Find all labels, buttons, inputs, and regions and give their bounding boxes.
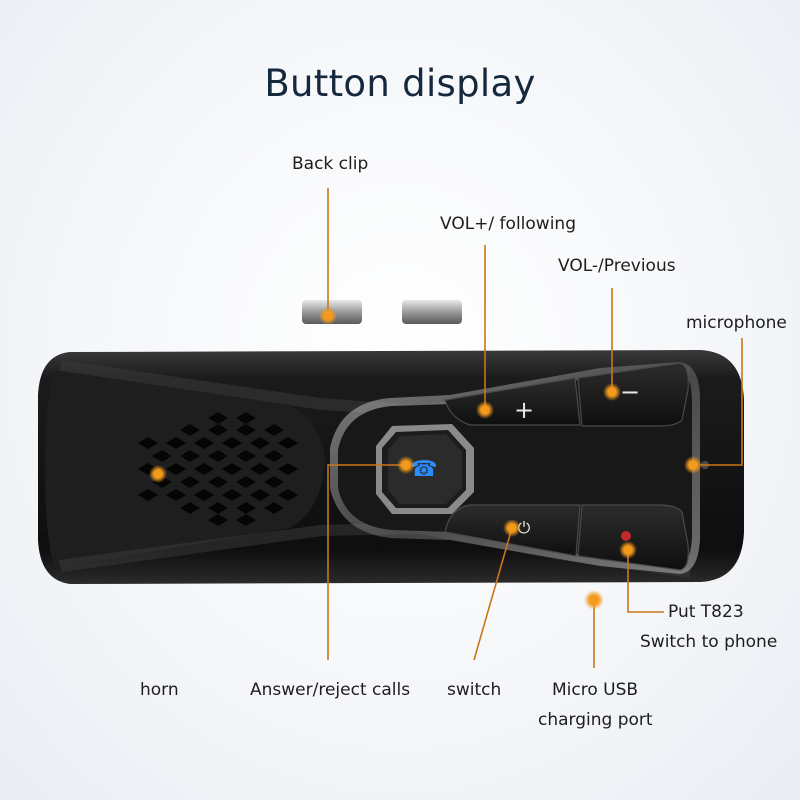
- grille-hole: [236, 476, 256, 488]
- label-back-clip: Back clip: [292, 154, 369, 174]
- grille-hole: [208, 450, 228, 462]
- grille-hole: [166, 489, 186, 501]
- grille-hole: [208, 514, 228, 526]
- phone-icon: ☎: [410, 457, 437, 482]
- grille-hole: [208, 502, 228, 514]
- grille-hole: [278, 437, 298, 449]
- label-put-model: Put T823: [668, 602, 744, 622]
- grille-hole: [166, 437, 186, 449]
- grille-hole: [278, 463, 298, 475]
- grille-hole: [194, 437, 214, 449]
- label-charging-port: charging port: [538, 710, 653, 730]
- grille-hole: [236, 514, 256, 526]
- status-led-red: [621, 531, 631, 541]
- label-horn: horn: [140, 680, 179, 700]
- grille-hole: [236, 412, 256, 424]
- grille-hole: [194, 463, 214, 475]
- mode-button[interactable]: [577, 504, 689, 571]
- grille-hole: [236, 502, 256, 514]
- answer-call-button[interactable]: ☎: [376, 424, 474, 514]
- grille-hole: [138, 437, 158, 449]
- callout-lines: [327, 188, 743, 668]
- grille-hole: [250, 463, 270, 475]
- page-title: Button display: [264, 62, 536, 105]
- grille-hole: [152, 450, 172, 462]
- grille-hole: [236, 424, 256, 436]
- callout-markers: [149, 307, 702, 610]
- grille-hole: [138, 489, 158, 501]
- grille-hole: [222, 463, 242, 475]
- grille-hole: [180, 476, 200, 488]
- grille-hole: [250, 489, 270, 501]
- label-answer-reject: Answer/reject calls: [250, 680, 411, 700]
- grille-hole: [278, 489, 298, 501]
- grille-hole: [194, 489, 214, 501]
- grille-hole: [208, 476, 228, 488]
- grille-hole: [180, 502, 200, 514]
- grille-hole: [264, 476, 284, 488]
- grille-hole: [222, 489, 242, 501]
- grille-hole: [236, 450, 256, 462]
- grille-hole: [180, 450, 200, 462]
- grille-hole: [166, 463, 186, 475]
- label-vol-minus: VOL-/Previous: [558, 256, 676, 276]
- label-micro-usb: Micro USB: [552, 680, 639, 700]
- label-switch-to-phone: Switch to phone: [640, 632, 778, 652]
- grille-hole: [250, 437, 270, 449]
- label-vol-plus: VOL+/ following: [440, 214, 576, 234]
- plus-symbol: +: [514, 396, 534, 424]
- label-microphone: microphone: [686, 313, 787, 333]
- grille-hole: [264, 450, 284, 462]
- grille-hole: [264, 502, 284, 514]
- label-switch: switch: [447, 680, 502, 700]
- grille-hole: [222, 437, 242, 449]
- grille-hole: [208, 424, 228, 436]
- grille-hole: [264, 424, 284, 436]
- grille-hole: [180, 424, 200, 436]
- power-icon: ⏻: [518, 518, 531, 537]
- vol-minus-button[interactable]: −: [577, 362, 689, 427]
- minus-symbol: −: [620, 378, 640, 406]
- grille-hole: [208, 412, 228, 424]
